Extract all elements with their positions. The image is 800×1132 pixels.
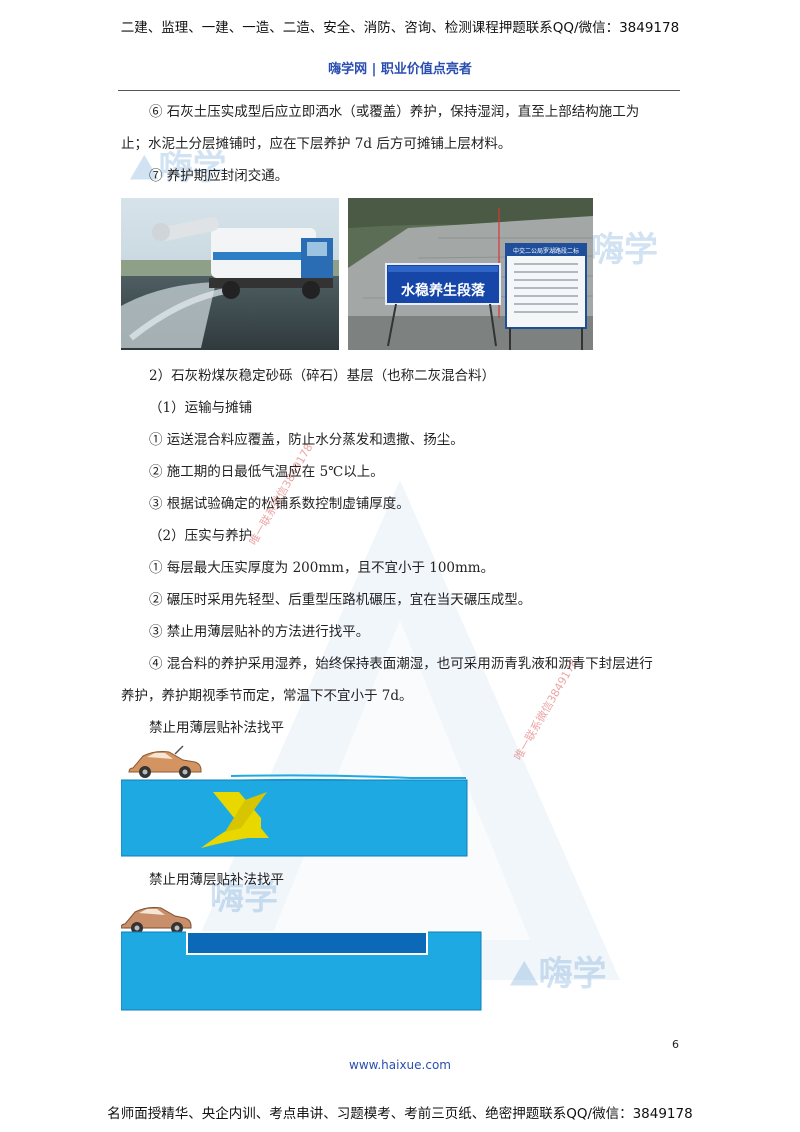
watermark-logo: 嗨学 <box>590 230 658 270</box>
list-item-continuation: 养护，养护期视季节而定，常温下不宜小于 7d。 <box>121 688 413 704</box>
header-site-line[interactable]: 嗨学网 | 职业价值点亮者 <box>328 62 472 77</box>
page-number: 6 <box>672 1038 679 1051</box>
paragraph-6-line2: 止；水泥土分层摊铺时，应在下层养护 7d 后方可摊铺上层材料。 <box>121 136 512 152</box>
watermark-logo: 嗨学 <box>210 878 278 918</box>
subsection-2-title: （2）压实与养护 <box>149 528 253 544</box>
paragraph-7: ⑦ 养护期应封闭交通。 <box>149 168 289 184</box>
figure-patching-layer <box>120 900 483 1012</box>
list-item: ③ 根据试验确定的松铺系数控制虚铺厚度。 <box>149 496 410 512</box>
section-2-title: 2）石灰粉煤灰稳定砂砾（碎石）基层（也称二灰混合料） <box>149 368 496 384</box>
watermark-logo: ⛰嗨学 <box>510 954 607 994</box>
watermark-mountain-icon: ⛰ <box>510 954 539 994</box>
footer-contact-line: 名师面授精华、央企内训、考点串讲、习题模考、考前三页纸、绝密押题联系QQ/微信：… <box>107 1106 693 1122</box>
figure-caption: 禁止用薄层贴补法找平 <box>149 872 284 888</box>
wrong-x-icon <box>201 792 269 848</box>
figure-caption: 禁止用薄层贴补法找平 <box>149 720 284 736</box>
photo-curing-sign: 水稳养生段落 中交二公局罗湖路段二标 <box>348 198 593 350</box>
paragraph-6-line1: ⑥ 石灰土压实成型后应立即洒水（或覆盖）养护，保持湿润，直至上部结构施工为 <box>149 104 640 120</box>
list-item: ④ 混合料的养护采用湿养，始终保持表面潮湿，也可采用沥青乳液和沥青下封层进行 <box>149 656 653 672</box>
subsection-1-title: （1）运输与摊铺 <box>149 400 253 416</box>
list-item: ② 碾压时采用先轻型、后重型压路机碾压，宜在当天碾压成型。 <box>149 592 532 608</box>
figure-wrong-patching <box>120 740 471 858</box>
list-item: ① 运送混合料应覆盖，防止水分蒸发和遗撒、扬尘。 <box>149 432 464 448</box>
header-contact-line: 二建、监理、一建、一造、二造、安全、消防、咨询、检测课程押题联系QQ/微信：38… <box>120 20 680 36</box>
watermark-logo: ⛰嗨学 <box>130 148 227 188</box>
car-icon <box>128 745 202 778</box>
photo-water-truck <box>121 198 339 350</box>
car-icon <box>120 907 192 934</box>
board-title: 中交二公局罗湖路段二标 <box>513 247 579 255</box>
sign-text: 水稳养生段落 <box>401 282 486 299</box>
header-divider <box>118 90 680 91</box>
list-item: ① 每层最大压实厚度为 200mm，且不宜小于 100mm。 <box>149 560 495 576</box>
footer-url-link[interactable]: www.haixue.com <box>349 1058 451 1072</box>
list-item: ② 施工期的日最低气温应在 5℃以上。 <box>149 464 384 480</box>
list-item: ③ 禁止用薄层贴补的方法进行找平。 <box>149 624 370 640</box>
watermark-mountain-icon: ⛰ <box>130 148 159 188</box>
